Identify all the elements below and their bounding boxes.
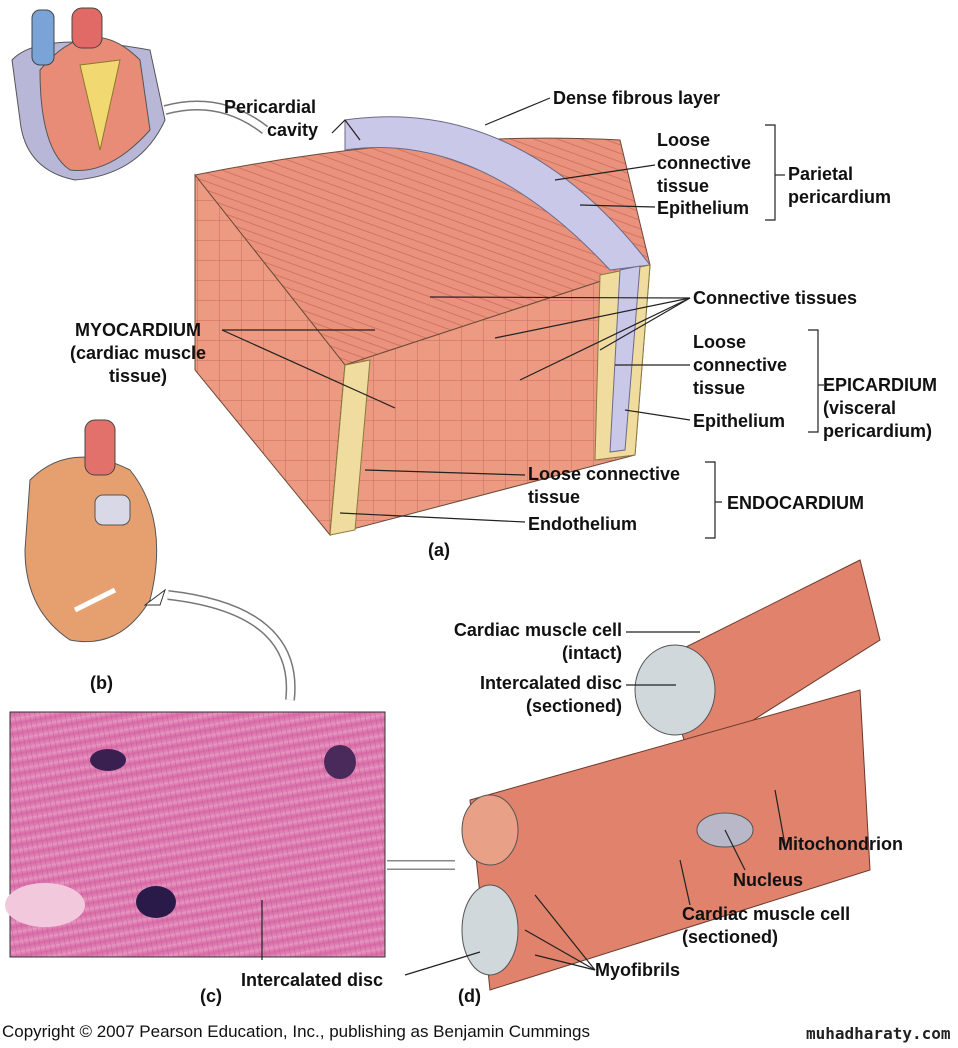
label-endocardium: ENDOCARDIUM [727,493,864,513]
leader-lines [221,97,824,976]
label-line: (intact) [562,643,622,663]
label-line: Intercalated disc [479,673,622,693]
label-line: Loose [657,130,711,150]
label-line: tissue [657,176,710,196]
label-line: pericardium) [823,421,933,441]
copyright-text: Copyright © 2007 Pearson Education, Inc.… [2,1022,591,1041]
label-mitochondrion: Mitochondrion [778,834,903,854]
label-line: Loose connective [528,464,681,484]
label-myofibrils: Myofibrils [595,960,681,980]
label-connective-tissues: Connective tissues [693,288,858,308]
label-epicardium-loose-connective-tissue: Loose connective tissue [693,331,787,400]
micrograph-cardiac-muscle [5,711,386,958]
watermark: muhadharaty.com [806,1024,951,1043]
label-dense-fibrous-layer: Dense fibrous layer [553,88,721,108]
label-line: Loose [693,332,747,352]
label-line: Pericardial [223,97,317,117]
label-line: connective [657,153,752,173]
label-parietal-epithelium: Epithelium [657,198,750,218]
heart-wall-block [194,116,651,537]
label-line: Cardiac muscle cell [682,904,851,924]
label-line: cavity [267,120,319,140]
label-epicardium-epithelium: Epithelium [693,411,786,431]
label-line: (sectioned) [682,927,779,947]
heart-with-pericardium-icon [11,7,166,181]
label-line: (cardiac muscle [70,343,207,363]
label-line: tissue) [109,366,168,386]
label-line: Cardiac muscle cell [453,620,622,640]
label-line: (sectioned) [525,696,622,716]
label-endothelium: Endothelium [528,514,637,534]
label-line: tissue [693,378,746,398]
panel-label-a: (a) [428,540,450,560]
label-endocardium-loose-connective-tissue: Loose connective tissue [528,463,680,509]
panel-label-d: (d) [458,986,481,1006]
label-line: Parietal [788,164,854,184]
label-epicardium: EPICARDIUM (visceral pericardium) [823,374,937,443]
panel-label-c: (c) [200,986,222,1006]
label-parietal-pericardium: Parietal pericardium [788,163,891,209]
label-line: tissue [528,487,581,507]
label-line: connective [693,355,788,375]
heart-exterior-icon [24,419,166,643]
label-intercalated-disc-sectioned: Intercalated disc (sectioned) [480,672,622,718]
cardiac-muscle-cells-3d [461,559,881,991]
label-parietal-loose-connective-tissue: Loose connective tissue [657,129,751,198]
label-line: EPICARDIUM [823,375,938,395]
label-line: pericardium [788,187,892,207]
label-intercalated-disc: Intercalated disc [241,970,384,990]
label-cardiac-muscle-cell-sectioned: Cardiac muscle cell (sectioned) [682,903,850,949]
label-line: MYOCARDIUM [75,320,202,340]
label-nucleus: Nucleus [733,870,804,890]
label-myocardium: MYOCARDIUM (cardiac muscle tissue) [70,319,206,388]
label-cardiac-muscle-cell-intact: Cardiac muscle cell (intact) [454,619,622,665]
label-line: (visceral [823,398,897,418]
label-pericardial-cavity: Pericardial cavity [222,96,318,142]
panel-label-b: (b) [90,673,113,693]
